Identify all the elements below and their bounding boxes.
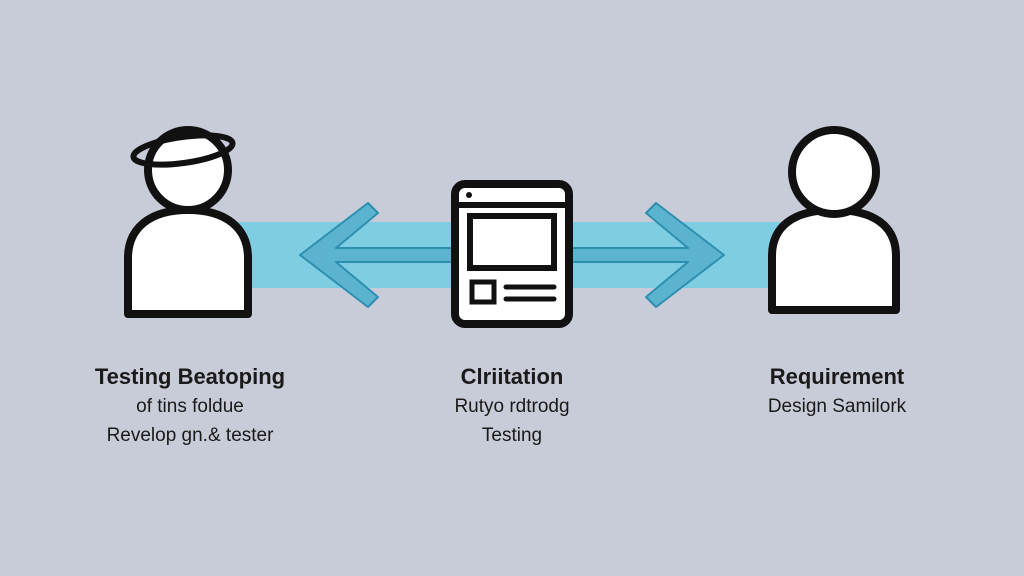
left-actor-line-2: Revelop gn.& tester xyxy=(106,425,274,446)
center-label: Clriitation Rutyo rdtrodg Testing xyxy=(362,362,662,450)
left-actor-line-1: of tins foldue xyxy=(136,396,244,417)
window-content-box xyxy=(467,213,557,271)
left-person-body xyxy=(124,206,252,318)
person-with-hat-icon xyxy=(124,126,252,318)
window-thumbnail xyxy=(469,279,497,305)
document-window-icon xyxy=(451,180,573,328)
left-arrow-head xyxy=(299,202,455,308)
right-arrow-head xyxy=(569,202,725,308)
right-person-head xyxy=(788,126,880,218)
right-actor-title: Requirement xyxy=(769,364,905,389)
left-actor-label: Testing Beatoping of tins foldue Revelop… xyxy=(40,362,340,450)
person-icon xyxy=(768,126,900,314)
center-line-2: Testing xyxy=(481,425,543,446)
left-person-head xyxy=(144,126,232,214)
center-line-1: Rutyo rdtrodg xyxy=(454,396,570,417)
right-actor-line-1: Design Samilork xyxy=(767,396,907,417)
right-person-body xyxy=(768,206,900,314)
center-title: Clriitation xyxy=(460,364,564,389)
hat-brim xyxy=(130,132,236,168)
right-actor-label: Requirement Design Samilork xyxy=(687,362,987,421)
left-actor-title: Testing Beatoping xyxy=(94,364,286,389)
window-dot xyxy=(466,192,472,198)
